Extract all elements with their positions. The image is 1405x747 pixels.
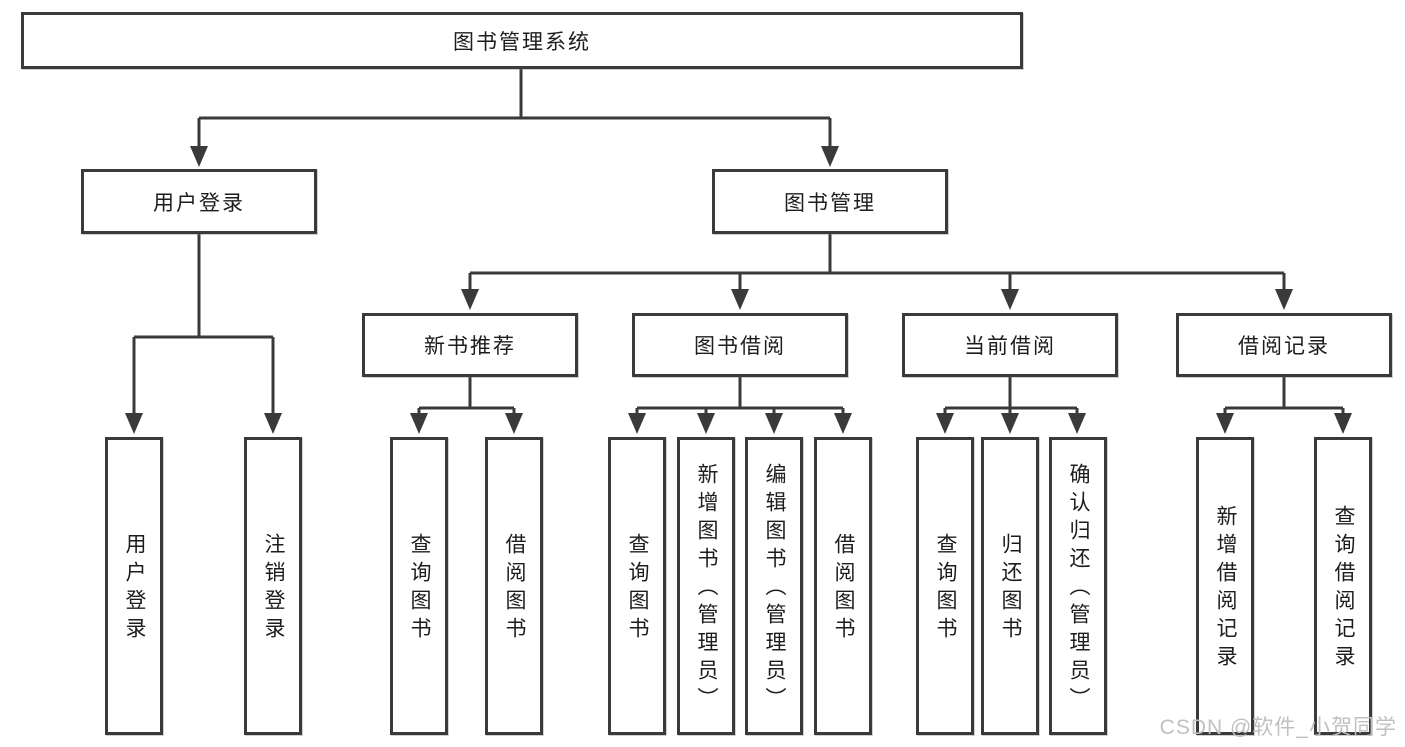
leaf-user-login-label: 用户登录 [123, 533, 146, 645]
arrow-icon [834, 413, 852, 434]
arrow-icon [190, 146, 208, 167]
arrow-icon [1216, 413, 1234, 434]
leaf-edit-book-admin: 编辑图书（管理员） [745, 437, 803, 735]
arrow-icon [264, 413, 282, 434]
arrow-icon [731, 289, 749, 310]
arrow-icon [1275, 289, 1293, 310]
leaf-return-book-label: 归还图书 [999, 533, 1022, 645]
leaf-add-book-admin: 新增图书（管理员） [677, 437, 735, 735]
leaf-query-book-1: 查询图书 [390, 437, 448, 735]
leaf-borrow-book-1: 借阅图书 [485, 437, 543, 735]
arrow-icon [505, 413, 523, 434]
node-user-login: 用户登录 [81, 169, 317, 234]
node-book-borrow-label: 图书借阅 [694, 335, 786, 358]
arrow-icon [821, 146, 839, 167]
node-borrow-record: 借阅记录 [1176, 313, 1392, 377]
node-root-label: 图书管理系统 [453, 30, 591, 54]
leaf-borrow-book-2: 借阅图书 [814, 437, 872, 735]
node-book-management-label: 图书管理 [784, 191, 876, 215]
node-current-borrow-label: 当前借阅 [964, 335, 1056, 358]
leaf-borrow-book-1-label: 借阅图书 [503, 533, 526, 645]
leaf-user-login: 用户登录 [105, 437, 163, 735]
leaf-query-book-3: 查询图书 [916, 437, 974, 735]
arrow-icon [936, 413, 954, 434]
arrow-icon [461, 289, 479, 310]
arrowheads [125, 146, 1352, 434]
node-borrow-record-label: 借阅记录 [1238, 335, 1330, 358]
arrow-icon [765, 413, 783, 434]
node-root: 图书管理系统 [21, 12, 1023, 69]
leaf-query-borrow-record-label: 查询借阅记录 [1332, 505, 1355, 673]
arrow-icon [628, 413, 646, 434]
node-new-book-recommend-label: 新书推荐 [424, 335, 516, 358]
leaf-add-borrow-record: 新增借阅记录 [1196, 437, 1254, 735]
leaf-add-borrow-record-label: 新增借阅记录 [1214, 505, 1237, 673]
node-new-book-recommend: 新书推荐 [362, 313, 578, 377]
arrow-icon [697, 413, 715, 434]
arrow-icon [1334, 413, 1352, 434]
watermark: CSDN @软件_小贺同学 [1159, 716, 1397, 739]
arrow-icon [1001, 289, 1019, 310]
leaf-query-borrow-record: 查询借阅记录 [1314, 437, 1372, 735]
node-current-borrow: 当前借阅 [902, 313, 1118, 377]
leaf-logout-label: 注销登录 [262, 533, 285, 645]
leaf-confirm-return-admin-label: 确认归还（管理员） [1067, 463, 1090, 715]
leaf-query-book-2: 查询图书 [608, 437, 666, 735]
node-user-login-label: 用户登录 [153, 191, 245, 215]
node-book-management: 图书管理 [712, 169, 948, 234]
leaf-borrow-book-2-label: 借阅图书 [832, 533, 855, 645]
arrow-icon [410, 413, 428, 434]
leaf-edit-book-admin-label: 编辑图书（管理员） [763, 463, 786, 715]
leaf-add-book-admin-label: 新增图书（管理员） [695, 463, 718, 715]
leaf-query-book-2-label: 查询图书 [626, 533, 649, 645]
arrow-icon [1068, 413, 1086, 434]
leaf-query-book-3-label: 查询图书 [934, 533, 957, 645]
node-book-borrow: 图书借阅 [632, 313, 848, 377]
leaf-logout: 注销登录 [244, 437, 302, 735]
arrow-icon [125, 413, 143, 434]
leaf-return-book: 归还图书 [981, 437, 1039, 735]
arrow-icon [1001, 413, 1019, 434]
leaf-confirm-return-admin: 确认归还（管理员） [1049, 437, 1107, 735]
leaf-query-book-1-label: 查询图书 [408, 533, 431, 645]
